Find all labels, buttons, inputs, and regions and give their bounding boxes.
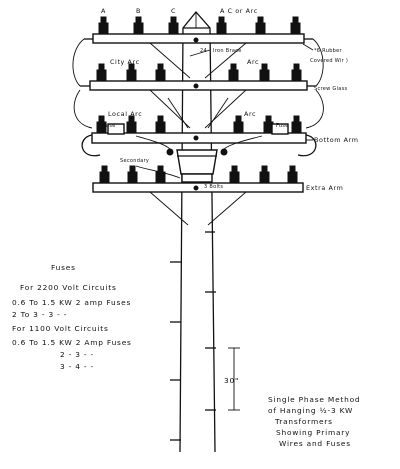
caption-line-1: Single Phase Method <box>268 395 360 404</box>
caption-line-4: Showing Primary <box>276 428 350 437</box>
fuses-1100-row-3: 3 - 4 - - <box>60 362 94 371</box>
label-arc-upper: Arc <box>247 58 259 66</box>
caption-line-2: of Hanging ½-3 KW <box>268 406 353 415</box>
insulator <box>96 63 302 82</box>
insulator <box>98 16 301 35</box>
dimension-label: 30" <box>224 376 239 385</box>
fuses-title: Fuses <box>51 263 76 272</box>
fuses-heading-1100: For 1100 Volt Circuits <box>12 324 109 333</box>
fuses-1100-row-2: 2 - 3 - - <box>60 350 94 359</box>
diagram-labels: A B C A C or Arc 24 Iron Brace *6 Rubber… <box>101 7 359 192</box>
label-ac-or-arc: A C or Arc <box>220 7 258 15</box>
label-wire-a: A <box>101 7 106 15</box>
label-fuse-right: Fuse <box>276 123 289 129</box>
second-cross-arm <box>72 38 324 91</box>
label-wire-b: B <box>136 7 141 15</box>
bolts <box>193 37 199 191</box>
caption: Single Phase Method of Hanging ½-3 KW Tr… <box>268 395 360 448</box>
iron-braces <box>149 42 247 226</box>
fuses-table: Fuses For 2200 Volt Circuits 0.6 To 1.5 … <box>12 263 132 371</box>
transformer <box>135 135 263 183</box>
pole <box>170 10 216 453</box>
fuse-box-right <box>271 123 289 135</box>
label-screw-glass: Screw Glass <box>314 86 348 92</box>
label-bolts: 3 Bolts <box>204 184 223 190</box>
insulator <box>99 165 298 184</box>
label-bottom-arm: Bottom Arm <box>314 136 359 144</box>
fuses-2200-row-2: 2 To 3 - 3 - - <box>12 310 67 319</box>
label-city-arc: City Arc <box>110 58 140 66</box>
label-rubber-wire-2: Covered Wir ) <box>310 58 348 64</box>
fuse-box-left <box>107 123 125 135</box>
label-rubber-wire-1: *6 Rubber <box>314 48 343 54</box>
top-cross-arm <box>84 16 313 44</box>
label-local-arc: Local Arc <box>108 110 142 118</box>
label-fuse-left: Fuse <box>103 123 116 129</box>
insulator <box>96 115 302 134</box>
caption-line-5: Wires and Fuses <box>279 439 351 448</box>
label-secondary: Secondary <box>120 158 149 164</box>
label-brace-number: 24 <box>200 48 207 54</box>
label-arc-lower: Arc <box>244 110 256 118</box>
fuses-2200-row-1: 0.6 To 1.5 KW 2 amp Fuses <box>12 298 131 307</box>
dimension-marker: 30" <box>224 347 240 411</box>
caption-line-3: Transformers <box>274 417 333 426</box>
fuses-1100-row-1: 0.6 To 1.5 KW 2 Amp Fuses <box>12 338 132 347</box>
bottom-cross-arm <box>73 89 324 157</box>
pole-steps <box>170 231 216 441</box>
label-extra-arm: Extra Arm <box>306 184 343 192</box>
label-wire-c: C <box>171 7 176 15</box>
fuses-heading-2200: For 2200 Volt Circuits <box>20 283 117 292</box>
label-iron-brace: Iron Brace <box>213 48 242 54</box>
